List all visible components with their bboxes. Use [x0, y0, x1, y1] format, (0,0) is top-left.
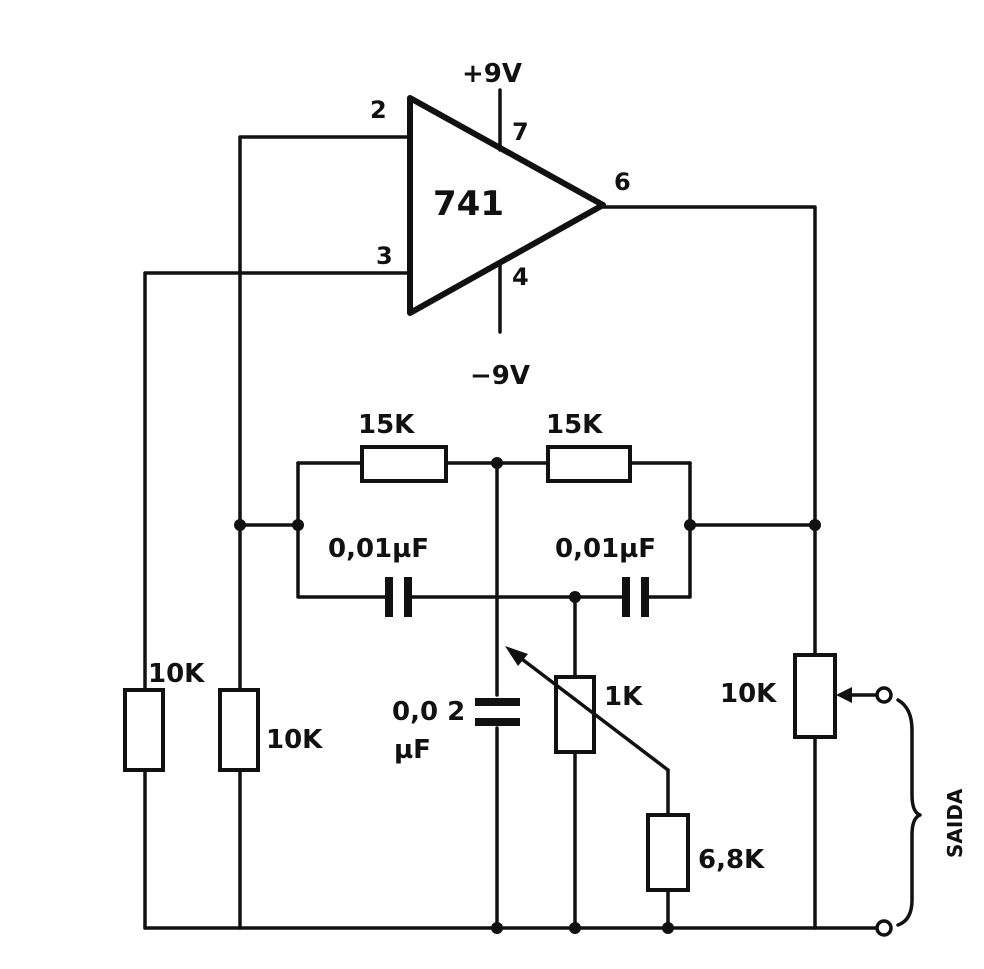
junction-dot	[809, 519, 821, 531]
pot-output-label: 10K	[720, 679, 777, 709]
r-far-left-label: 10K	[148, 659, 205, 689]
junction-dot	[662, 922, 674, 934]
pin-4-label: 4	[512, 263, 529, 291]
wires	[143, 135, 880, 930]
c3-value-label: 0,0 2	[392, 697, 465, 727]
junction-dot	[491, 922, 503, 934]
junction-dot	[569, 591, 581, 603]
output-brace	[896, 698, 922, 927]
output-wiper-arrow	[836, 687, 852, 703]
capacitor-0-01uf-left	[385, 577, 412, 617]
wire-pin3-bias	[143, 271, 412, 692]
resistor-15k-right	[546, 445, 632, 483]
c2-label: 0,01µF	[555, 534, 656, 564]
resistor-15k-left	[360, 445, 448, 483]
opamp-741: 741 +9V −9V 7 4 2 3 6	[370, 59, 631, 391]
r1-label: 15K	[358, 410, 415, 440]
junction-dot	[234, 519, 246, 531]
c3-unit-label: µF	[394, 735, 431, 765]
resistor-6-8k	[646, 813, 690, 892]
opamp-triangle	[407, 95, 606, 316]
r-6-8k-label: 6,8K	[698, 845, 765, 875]
potentiometer-10k-output	[793, 653, 837, 739]
junction-dot	[491, 457, 503, 469]
pot-1k-arrow-head	[505, 646, 528, 666]
pin-7-label: 7	[512, 118, 529, 146]
wire-output-rail	[601, 205, 817, 657]
pin-6-label: 6	[614, 168, 631, 196]
wire-twin-t-left	[296, 461, 387, 599]
junction-dot	[569, 922, 581, 934]
output-terminal-top	[875, 686, 893, 704]
resistor-10k-far-left	[123, 688, 165, 772]
wire-pin2-feedback	[238, 135, 412, 692]
pot-1k-variable-arrow-line	[508, 648, 670, 772]
output-terminal-bottom	[875, 919, 893, 937]
pot-1k-label: 1K	[604, 682, 643, 712]
capacitor-0-02uf-center	[475, 698, 520, 726]
output-label: SAIDA	[943, 788, 967, 858]
junction-dot	[684, 519, 696, 531]
supply-negative-label: −9V	[470, 361, 530, 391]
supply-positive-label: +9V	[462, 59, 522, 89]
pin-2-label: 2	[370, 96, 387, 124]
pin-3-label: 3	[376, 242, 393, 270]
r-left-label: 10K	[266, 725, 323, 755]
resistor-10k-left	[218, 688, 260, 772]
capacitor-0-01uf-right	[622, 577, 649, 617]
junction-dot	[292, 519, 304, 531]
c1-label: 0,01µF	[328, 534, 429, 564]
r2-label: 15K	[546, 410, 603, 440]
wire-twin-t-right	[643, 461, 692, 599]
opamp-part-label: 741	[433, 184, 504, 224]
